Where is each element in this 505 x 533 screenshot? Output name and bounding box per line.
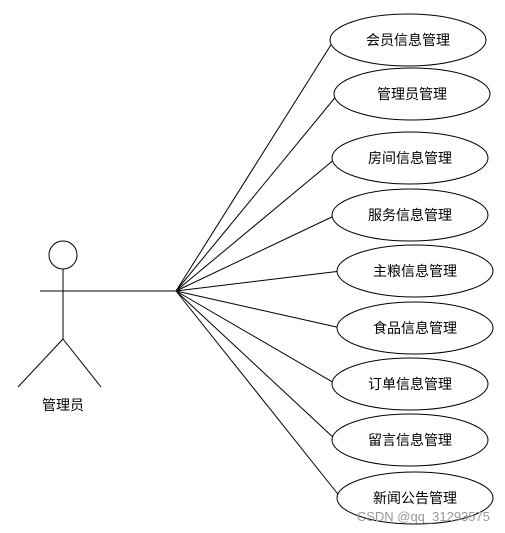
use-case-label: 主粮信息管理 (373, 263, 457, 280)
use-case-label: 留言信息管理 (368, 432, 452, 449)
use-case-uc3: 房间信息管理 (331, 131, 489, 185)
use-case-ellipse (336, 471, 494, 525)
use-case-uc7: 订单信息管理 (331, 357, 489, 411)
use-case-label: 服务信息管理 (368, 207, 452, 224)
use-case-uc2: 管理员管理 (333, 67, 491, 121)
use-case-ellipse (333, 67, 491, 121)
use-case-uc5: 主粮信息管理 (336, 244, 494, 298)
use-case-label: 订单信息管理 (368, 376, 452, 393)
association-line-uc9 (175, 290, 342, 499)
use-case-uc1: 会员信息管理 (329, 13, 487, 67)
use-case-uc4: 服务信息管理 (331, 188, 489, 242)
use-case-uc8: 留言信息管理 (331, 413, 489, 467)
use-case-ellipse (336, 301, 494, 355)
use-case-label: 房间信息管理 (368, 150, 452, 167)
association-line-uc7 (175, 290, 337, 385)
association-line-uc3 (175, 157, 337, 292)
use-case-group: 会员信息管理管理员管理房间信息管理服务信息管理主粮信息管理食品信息管理订单信息管… (329, 13, 494, 525)
association-line-uc2 (175, 93, 339, 292)
association-line-uc1 (175, 39, 335, 292)
watermark: CSDN @qq_31293575 (357, 509, 490, 524)
actor-name: 管理员 (42, 398, 84, 414)
use-case-ellipse (336, 244, 494, 298)
use-case-uc6: 食品信息管理 (336, 301, 494, 355)
association-lines (175, 39, 342, 499)
use-case-label: 管理员管理 (377, 87, 447, 103)
use-case-ellipse (331, 413, 489, 467)
association-line-uc4 (175, 214, 337, 292)
use-case-ellipse (331, 357, 489, 411)
use-case-ellipse (329, 13, 487, 67)
use-case-label: 新闻公告管理 (373, 491, 457, 507)
actor-left-leg (17, 338, 64, 388)
actor-head (48, 240, 78, 270)
use-case-ellipse (331, 188, 489, 242)
use-case-label: 会员信息管理 (366, 32, 450, 49)
actor-right-leg (62, 338, 102, 388)
use-case-uc9: 新闻公告管理 (336, 471, 494, 525)
association-line-uc8 (175, 290, 337, 441)
use-case-label: 食品信息管理 (373, 320, 457, 337)
actor-administrator: 管理员 (17, 240, 176, 414)
association-line-uc5 (175, 270, 342, 292)
association-line-uc6 (175, 290, 342, 329)
use-case-ellipse (331, 131, 489, 185)
